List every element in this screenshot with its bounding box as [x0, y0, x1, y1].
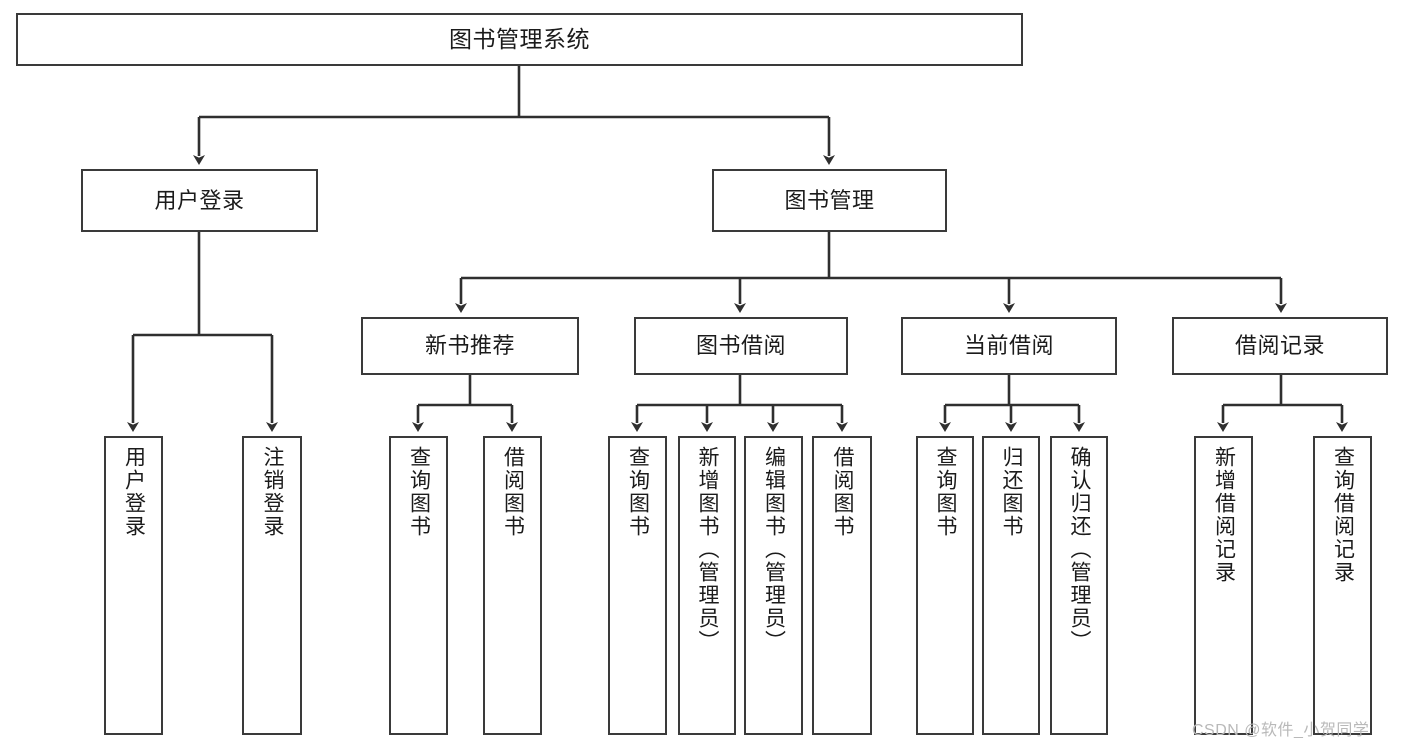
leaf-new-book-borrow[interactable]: 借阅图书 — [483, 436, 542, 735]
node-label: 查询图书 — [407, 446, 431, 538]
node-current-borrow[interactable]: 当前借阅 — [901, 317, 1117, 375]
node-label: 图书管理 — [784, 187, 875, 213]
leaf-user-login-login[interactable]: 用户登录 — [104, 436, 163, 735]
leaf-book-borrow-add[interactable]: 新增图书（管理员） — [678, 436, 736, 735]
leaf-borrow-record-query[interactable]: 查询借阅记录 — [1313, 436, 1372, 735]
node-label: 借阅记录 — [1234, 333, 1325, 359]
leaf-current-borrow-query[interactable]: 查询图书 — [916, 436, 974, 735]
leaf-borrow-record-add[interactable]: 新增借阅记录 — [1194, 436, 1253, 735]
node-label: 借阅图书 — [501, 446, 525, 538]
leaf-book-borrow-borrow[interactable]: 借阅图书 — [812, 436, 872, 735]
node-label: 当前借阅 — [963, 333, 1054, 359]
node-label: 用户登录 — [154, 187, 245, 213]
node-label: 新书推荐 — [424, 333, 515, 359]
leaf-current-borrow-return[interactable]: 归还图书 — [982, 436, 1040, 735]
node-label: 新增图书（管理员） — [696, 446, 720, 653]
node-label: 用户登录 — [122, 446, 146, 538]
node-new-book-recommend[interactable]: 新书推荐 — [361, 317, 579, 375]
csdn-watermark: CSDN @软件_小贺同学 — [1192, 722, 1370, 739]
node-root-system[interactable]: 图书管理系统 — [16, 13, 1023, 66]
node-label: 图书借阅 — [695, 333, 786, 359]
node-borrow-record[interactable]: 借阅记录 — [1172, 317, 1388, 375]
leaf-book-borrow-query[interactable]: 查询图书 — [608, 436, 667, 735]
leaf-current-borrow-confirm-return[interactable]: 确认归还（管理员） — [1050, 436, 1108, 735]
leaf-book-borrow-edit[interactable]: 编辑图书（管理员） — [744, 436, 803, 735]
node-label: 编辑图书（管理员） — [762, 446, 786, 653]
node-label: 查询图书 — [626, 446, 650, 538]
node-label: 图书管理系统 — [449, 25, 590, 52]
node-label: 归还图书 — [1000, 446, 1024, 538]
leaf-user-login-logout[interactable]: 注销登录 — [242, 436, 302, 735]
node-label: 查询图书 — [934, 446, 958, 538]
node-label: 新增借阅记录 — [1212, 446, 1236, 584]
node-label: 查询借阅记录 — [1331, 446, 1355, 584]
node-label: 确认归还（管理员） — [1068, 446, 1092, 653]
node-user-login[interactable]: 用户登录 — [81, 169, 318, 232]
node-book-management[interactable]: 图书管理 — [712, 169, 947, 232]
node-book-borrow[interactable]: 图书借阅 — [634, 317, 848, 375]
node-label: 借阅图书 — [831, 446, 855, 538]
leaf-new-book-query[interactable]: 查询图书 — [389, 436, 448, 735]
node-label: 注销登录 — [261, 446, 285, 538]
